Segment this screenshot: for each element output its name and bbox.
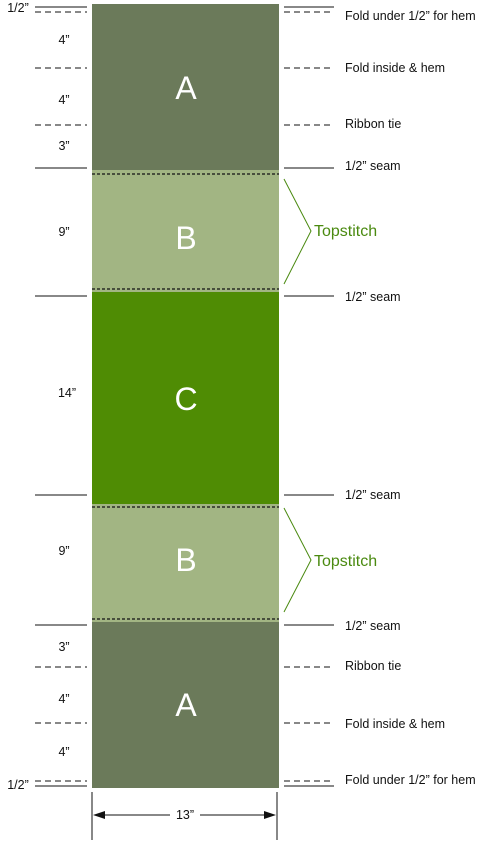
measurement-width: 13”: [176, 808, 194, 822]
measurement-bottom-3: 3”: [58, 640, 69, 654]
label-seam-1: 1/2” seam: [345, 159, 401, 173]
arrow-right-icon: [264, 811, 276, 819]
width-dimension: [91, 792, 278, 840]
measurement-b-top-9: 9”: [58, 225, 69, 239]
segment-label-a-top: A: [175, 70, 197, 106]
segment-label-b-bottom: B: [175, 542, 196, 578]
segment-label-b-top: B: [175, 220, 196, 256]
left-guides: [35, 6, 87, 787]
measurement-top-4b: 4”: [58, 93, 69, 107]
label-topstitch-bottom: Topstitch: [314, 553, 377, 570]
measurement-c-14: 14”: [58, 386, 76, 400]
measurement-top-3: 3”: [58, 139, 69, 153]
topstitch-bracket-bottom: [283, 507, 312, 613]
label-fold-hem-top: Fold under 1/2” for hem: [345, 9, 476, 23]
label-fold-hem-bottom: Fold under 1/2” for hem: [345, 773, 476, 787]
label-seam-2: 1/2” seam: [345, 290, 401, 304]
topstitch-bracket-top: [283, 178, 312, 285]
segment-label-c: C: [174, 381, 197, 417]
panel-b-top: [92, 170, 279, 292]
topstitch-lines: [92, 173, 279, 620]
measurement-top-half: 1/2”: [7, 1, 29, 15]
segment-label-a-bottom: A: [175, 687, 197, 723]
label-fold-inside-top: Fold inside & hem: [345, 61, 445, 75]
label-seam-4: 1/2” seam: [345, 619, 401, 633]
measurement-bottom-4a: 4”: [58, 692, 69, 706]
measurement-bottom-4b: 4”: [58, 745, 69, 759]
label-seam-3: 1/2” seam: [345, 488, 401, 502]
measurement-top-4a: 4”: [58, 33, 69, 47]
label-fold-inside-bottom: Fold inside & hem: [345, 717, 445, 731]
measurement-bottom-half: 1/2”: [7, 778, 29, 792]
panel-a-bottom: [92, 622, 279, 788]
arrow-left-icon: [93, 811, 105, 819]
measurement-b-bottom-9: 9”: [58, 544, 69, 558]
label-ribbon-top: Ribbon tie: [345, 117, 401, 131]
label-topstitch-top: Topstitch: [314, 223, 377, 240]
panel-c: [92, 292, 279, 504]
right-guides: [284, 6, 334, 787]
panel-a-top: [92, 4, 279, 170]
label-ribbon-bottom: Ribbon tie: [345, 659, 401, 673]
panel-b-bottom: [92, 504, 279, 622]
